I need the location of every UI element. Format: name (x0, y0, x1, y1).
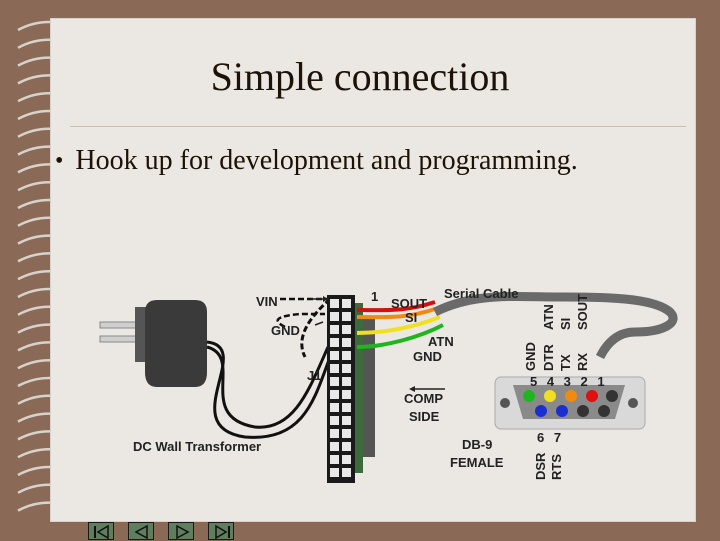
header-pin-cell (330, 325, 339, 334)
header-pin-cell (330, 312, 339, 321)
header-pin-cell (342, 338, 351, 347)
label-pin-1: 1 (371, 289, 378, 304)
header-pin-cell (342, 403, 351, 412)
label-gnd-2: GND (413, 349, 442, 364)
header-pin-cell (330, 377, 339, 386)
header-pin-cell (330, 351, 339, 360)
bullet-text: Hook up for development and programming. (75, 145, 578, 176)
first-slide-button[interactable] (88, 522, 114, 540)
first-slide-icon (94, 524, 109, 540)
label-pins-bottom: 6 7 (537, 430, 564, 445)
header-pin-cell (330, 338, 339, 347)
header-pin-cell (342, 377, 351, 386)
pin-label-0: GND (523, 342, 538, 371)
db9-connector (494, 376, 646, 430)
header-pin-cell (342, 364, 351, 373)
last-slide-icon (215, 524, 230, 540)
header-pin-cell (330, 468, 339, 477)
label-female: FEMALE (450, 455, 504, 470)
header-pin-cell (342, 468, 351, 477)
label-si: SI (405, 310, 417, 325)
bottom-pin-label-0: DSR (533, 452, 548, 480)
label-vin: VIN (256, 294, 278, 309)
header-pin-cell (342, 325, 351, 334)
label-comp: COMP (404, 391, 443, 406)
slide-title: Simple connection (210, 54, 510, 99)
label-db9: DB-9 (462, 437, 492, 452)
pin-label-1: DTR (541, 344, 556, 371)
header-pin-cell (342, 442, 351, 451)
previous-slide-button[interactable] (128, 522, 154, 540)
upper-pin-label-2: SOUT (575, 294, 590, 330)
header-pin-cell (342, 351, 351, 360)
label-gnd: GND (271, 323, 300, 338)
header-pin-cell (330, 390, 339, 399)
label-serial-cable: Serial Cable (444, 286, 518, 301)
bottom-pin-label-1: RTS (549, 454, 564, 480)
upper-pin-label-0: ATN (541, 304, 556, 330)
bullet-item: • Hook up for development and programmin… (55, 145, 578, 177)
header-pin-cell (342, 299, 351, 308)
header-pin-cell (330, 416, 339, 425)
header-pin-cell (342, 429, 351, 438)
label-side: SIDE (409, 409, 440, 424)
next-slide-icon (176, 524, 190, 540)
slide-navigation (88, 522, 234, 540)
title-divider (70, 126, 686, 127)
dc-wall-transformer (99, 300, 332, 439)
label-pins-top: 5 4 3 2 1 (530, 374, 608, 389)
label-j1: J1 (307, 368, 321, 383)
label-sout: SOUT (391, 296, 427, 311)
header-pin-cell (342, 455, 351, 464)
label-dc-wall-transformer: DC Wall Transformer (133, 439, 261, 454)
header-pin-cell (330, 364, 339, 373)
header-pin-cell (342, 390, 351, 399)
header-pin-cell (330, 429, 339, 438)
header-pin-cell (330, 299, 339, 308)
last-slide-button[interactable] (208, 522, 234, 540)
next-slide-button[interactable] (168, 522, 194, 540)
header-pin-cell (330, 403, 339, 412)
connection-diagram: VIN GND J1 1 SOUT SI ATN GND Serial Cabl… (99, 286, 678, 483)
label-atn: ATN (428, 334, 454, 349)
j1-header (327, 295, 375, 483)
upper-pin-label-1: SI (558, 318, 573, 330)
header-pin-cell (330, 442, 339, 451)
header-pin-cell (342, 312, 351, 321)
previous-slide-icon (134, 524, 148, 540)
header-pin-cell (342, 416, 351, 425)
pin-label-3: RX (575, 353, 590, 371)
pin-label-2: TX (558, 354, 573, 371)
header-pin-cell (330, 455, 339, 464)
bullet-marker: • (55, 147, 64, 174)
